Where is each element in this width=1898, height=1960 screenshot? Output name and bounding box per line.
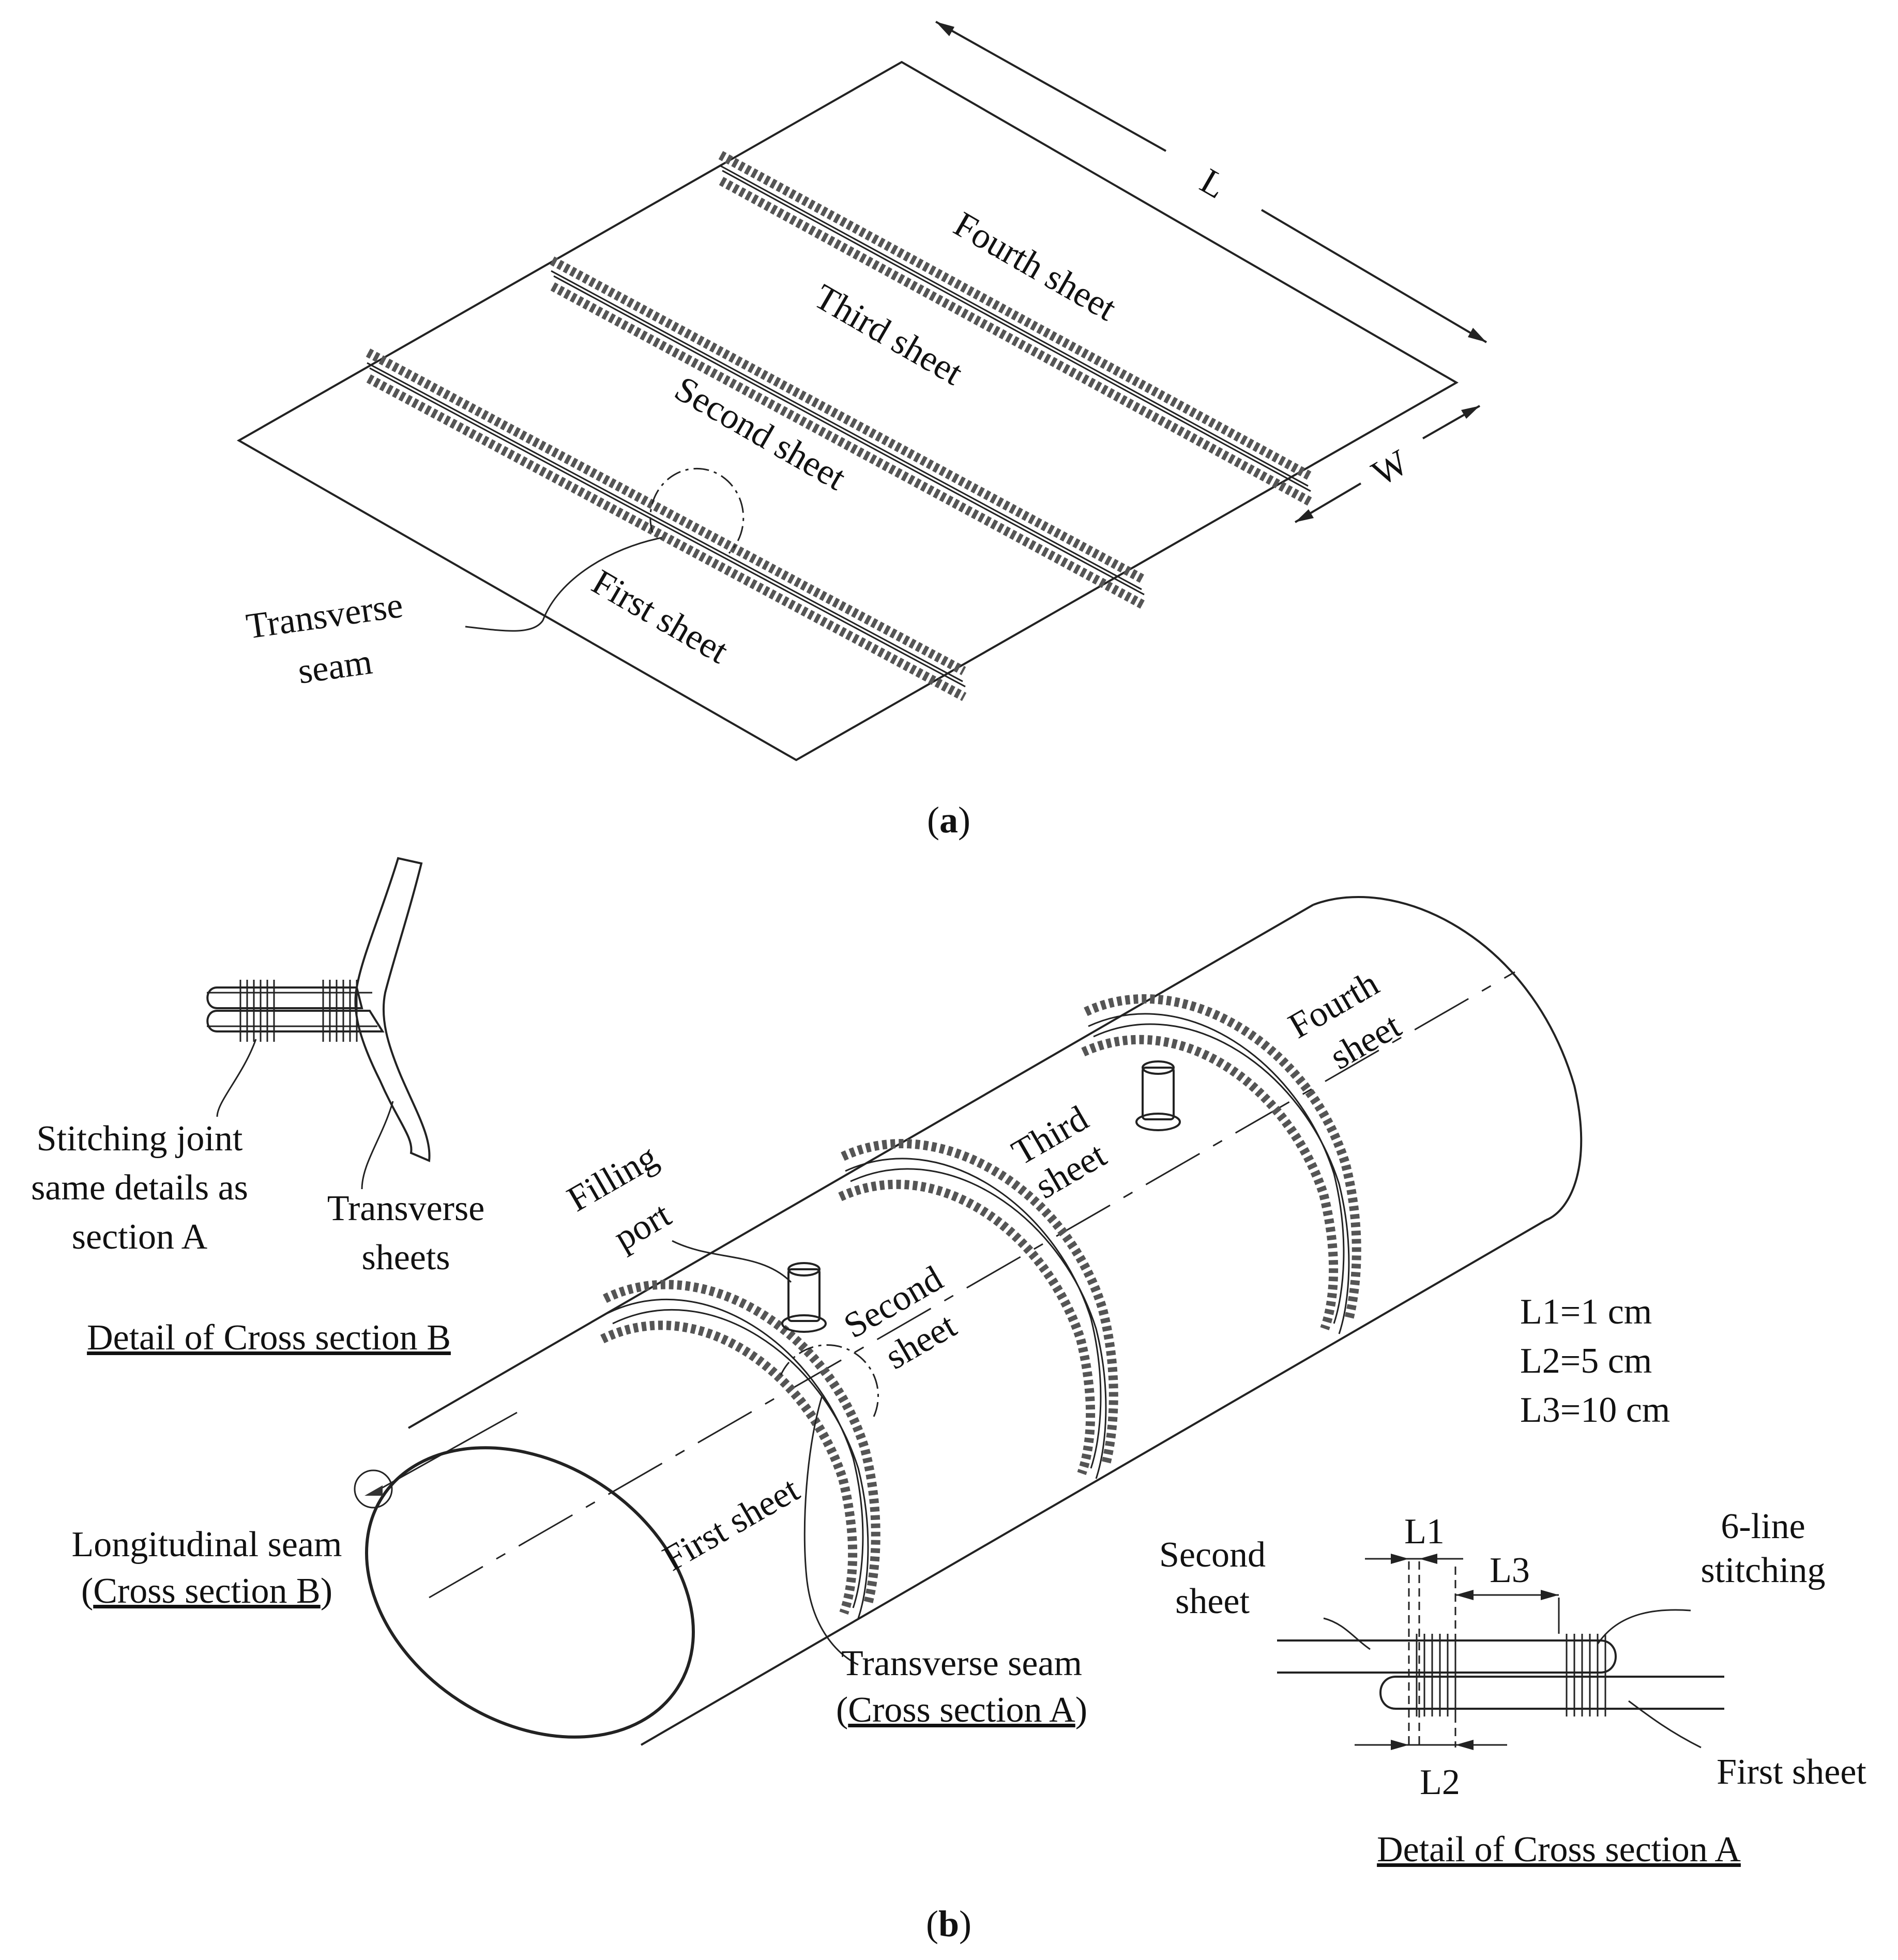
filling-port-1 (781, 1262, 827, 1333)
joint-lower-flange (206, 1010, 385, 1032)
seam-rails-a (367, 164, 1311, 688)
panel-a-caption: (a) (927, 799, 970, 841)
stitching-joint-leader (216, 1039, 257, 1117)
detail-cross-section-a: L1 L3 L2 Second sheet 6-line stitching F… (1159, 1507, 1866, 1870)
panel-a: L W Fourth sheet Third sheet Second shee… (236, 21, 1487, 841)
filling-port-2 (1135, 1060, 1181, 1131)
panel-b-caption: (b) (926, 1903, 971, 1944)
stitch-rows-a (366, 151, 1312, 701)
transverse-seam-label-2: seam (296, 642, 375, 692)
transverse-sheets-label-1: Transverse (327, 1189, 485, 1228)
transverse-seam-callout (649, 467, 745, 554)
length-label: L (1193, 161, 1233, 206)
panel-a-fourth-sheet: Fourth sheet (947, 204, 1123, 329)
detail-a-second-sheet-1: Second (1159, 1535, 1266, 1575)
width-label: W (1365, 443, 1415, 494)
transverse-sheets-leader (361, 1101, 394, 1190)
detail-cross-section-b: Stitching joint same details as section … (31, 857, 485, 1358)
seam-bands-b (607, 1013, 1350, 1619)
transverse-seam-b-label-1: Transverse seam (841, 1644, 1082, 1683)
detail-a-extension-lines (1408, 1561, 1456, 1748)
second-sheet-leader (1323, 1617, 1371, 1650)
width-dimension: W (1294, 405, 1480, 523)
detail-a-stitches (1416, 1634, 1606, 1716)
panel-a-third-sheet: Third sheet (808, 277, 969, 393)
flat-sheet-outline (236, 60, 1459, 762)
detail-a-title: Detail of Cross section A (1377, 1830, 1741, 1870)
length-dimension: L (935, 21, 1487, 343)
longitudinal-seam-marker (354, 1469, 393, 1509)
joint-stitches (207, 980, 377, 1042)
filling-port-label-2: port (608, 1195, 678, 1258)
cylinder-front-end (365, 1446, 695, 1739)
dimension-l1-label: L1 (1404, 1512, 1445, 1552)
stitching-joint-label-1: Stitching joint (37, 1119, 243, 1159)
first-sheet-leader (1628, 1700, 1702, 1749)
cylinder-body (365, 896, 1583, 1746)
dimension-l3: L3=10 cm (1520, 1390, 1670, 1430)
stitching-joint-label-2: same details as (31, 1168, 248, 1208)
longitudinal-seam-label-2: (Cross section B) (81, 1571, 332, 1611)
stitching-leader (1597, 1609, 1691, 1645)
dimension-l2-label: L2 (1420, 1763, 1460, 1802)
filling-port-leader (672, 1240, 792, 1283)
detail-a-second-sheet-2: sheet (1175, 1582, 1250, 1621)
dimension-legend: L1=1 cm L2=5 cm L3=10 cm (1520, 1292, 1670, 1430)
stitch-bands-b (600, 994, 1361, 1615)
transverse-seam-leader (465, 537, 662, 632)
dimension-l2: L2=5 cm (1520, 1341, 1652, 1381)
dimension-l1: L1=1 cm (1520, 1292, 1652, 1332)
first-sheet-section (1379, 1676, 1724, 1710)
panel-b-first-sheet: First sheet (657, 1469, 807, 1579)
transverse-sheets-section (354, 857, 431, 1162)
detail-a-stitching-2: stitching (1700, 1551, 1825, 1590)
transverse-seam-b-label-2: (Cross section A) (836, 1690, 1087, 1730)
detail-a-first-sheet: First sheet (1717, 1752, 1866, 1792)
panel-a-first-sheet: First sheet (585, 562, 735, 672)
transverse-sheets-label-2: sheets (361, 1238, 450, 1278)
longitudinal-seam-label-1: Longitudinal seam (72, 1525, 342, 1564)
detail-a-stitching-1: 6-line (1721, 1507, 1805, 1546)
second-sheet-section (1277, 1639, 1617, 1674)
transverse-seam-b-circle (780, 1344, 879, 1417)
stitching-joint-label-3: section A (72, 1217, 208, 1257)
transverse-seam-b-leader (803, 1395, 859, 1666)
joint-upper-flange (206, 986, 363, 1009)
detail-b-title: Detail of Cross section B (87, 1318, 451, 1358)
dimension-l3-label: L3 (1490, 1551, 1530, 1590)
transverse-seam-label-1: Transverse (244, 585, 405, 647)
